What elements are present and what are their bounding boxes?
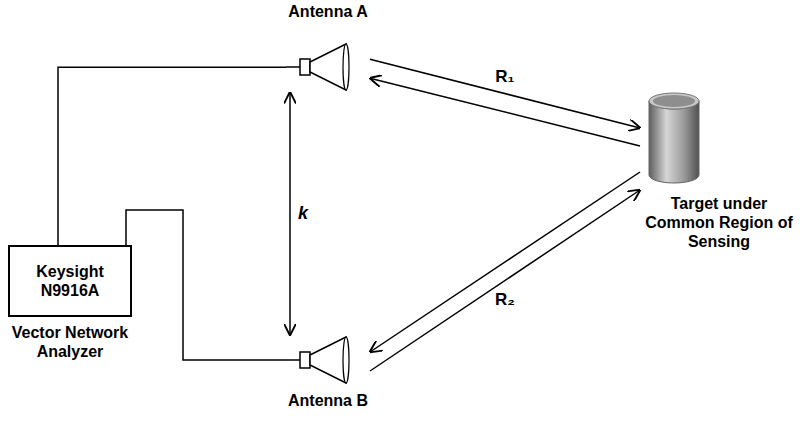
feed-lead [286, 359, 300, 361]
horn-flare [310, 337, 346, 383]
antenna-node: Antenna A [286, 2, 370, 92]
signal-arrow [370, 172, 640, 352]
analyzer-outline: Keysight N9916A [8, 245, 132, 317]
cylinder-top [649, 93, 699, 109]
target-node: Target under Common Region of Sensing [640, 92, 798, 252]
cable-wire [58, 67, 286, 245]
waveguide-feed [300, 59, 310, 75]
distance-label: R₁ [492, 67, 517, 86]
vna-cap: Vector Network Analyzer [8, 323, 132, 361]
analyzer-box: Keysight N9916A Vector Network Analyzer [8, 245, 132, 361]
horn-antenna [286, 42, 350, 92]
signal-arrow [370, 59, 640, 128]
cable-wire [126, 210, 286, 360]
horn-flare [310, 44, 346, 90]
distance-label: R₂ [492, 290, 518, 309]
signal-arrow [370, 78, 640, 146]
horn-mouth [343, 44, 349, 90]
waveguide-feed [300, 352, 310, 368]
distance-label: k [295, 204, 311, 224]
tgt-cap: Target under Common Region of Sensing [640, 194, 798, 252]
ant-label: Antenna B [286, 391, 370, 410]
ant-label: Antenna A [286, 2, 370, 21]
box-title: Keysight N9916A [14, 262, 126, 300]
cylinder-rim [653, 95, 695, 107]
feed-lead [286, 66, 300, 68]
target-cylinder [648, 92, 700, 184]
horn-antenna [286, 335, 350, 385]
signal-arrow [370, 190, 640, 371]
signal-arrow [289, 92, 291, 335]
cylinder-body [649, 101, 699, 183]
antenna-node: Antenna B [286, 335, 370, 410]
horn-mouth [343, 337, 349, 383]
